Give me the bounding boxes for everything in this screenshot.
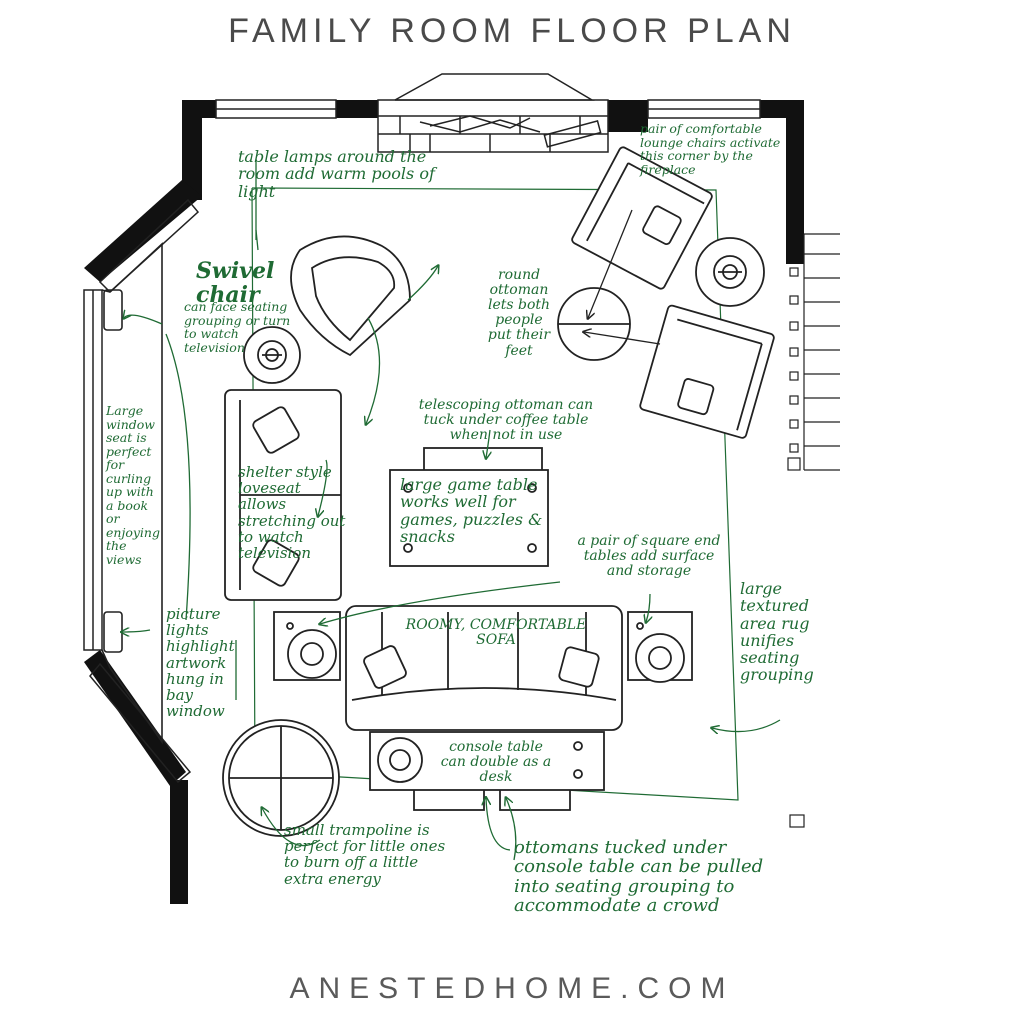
end-table-right	[627, 611, 693, 683]
note-telescoping-ottoman: telescoping ottoman can tuck under coffe…	[418, 397, 594, 444]
note-sofa: ROOMY, COMFORTABLE SOFA	[405, 617, 587, 649]
game-table	[389, 447, 549, 567]
lamp-table-left	[243, 326, 301, 384]
note-game-table: large game table works well for games, p…	[400, 475, 543, 546]
wall-bay-bottom	[84, 650, 186, 786]
note-area-rug: large textured area rug unifies seating …	[740, 579, 814, 685]
fireplace	[377, 73, 609, 153]
walls	[84, 100, 804, 904]
sofa	[345, 605, 623, 731]
windows	[83, 99, 761, 784]
note-round-ottoman: round ottoman lets both people put their…	[487, 267, 551, 359]
note-loveseat: shelter style loveseat allows stretching…	[238, 463, 346, 562]
lounge-chair-top	[571, 146, 713, 290]
page-title: FAMILY ROOM FLOOR PLAN	[228, 12, 796, 50]
note-ottomans-tucked: ottomans tucked under console table can …	[514, 837, 764, 917]
trampoline	[222, 719, 340, 837]
note-window-seat: Large window seat is perfect for curling…	[106, 403, 160, 567]
swivel-chair	[290, 235, 411, 357]
note-table-lamps: table lamps around the room add warm poo…	[238, 147, 435, 201]
note-end-tables: a pair of square end tables add surface …	[577, 533, 721, 580]
wall-top-left	[182, 100, 202, 200]
round-ottoman	[557, 287, 631, 361]
note-trampoline: small trampoline is perfect for little o…	[284, 821, 446, 888]
footer-site-name: ANESTEDHOME.COM	[289, 972, 735, 1005]
note-swivel-title: Swivel chair	[196, 258, 275, 308]
end-table-left	[273, 611, 341, 681]
note-lounge-chairs: pair of comfortable lounge chairs activa…	[640, 121, 781, 177]
lounge-chair-bottom	[639, 304, 775, 439]
console-table	[369, 731, 605, 811]
staircase	[787, 233, 840, 828]
wall-right-upper	[786, 100, 804, 264]
wall-bottom-left	[170, 780, 188, 904]
loveseat	[224, 389, 342, 601]
note-picture-lights: picture lights highlight artwork hung in…	[166, 605, 235, 721]
wall-bay-top	[84, 180, 202, 282]
note-console-table: console table can double as a desk	[440, 739, 552, 786]
lamp-table-right	[695, 237, 765, 307]
note-swivel-body: can face seating grouping or turn to wat…	[184, 299, 291, 355]
